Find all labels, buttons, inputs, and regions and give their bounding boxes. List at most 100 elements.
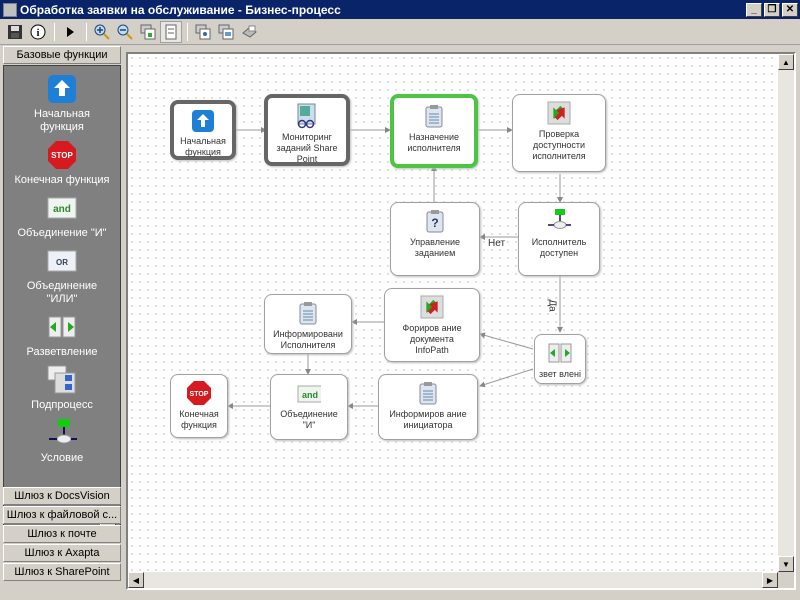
node-fork[interactable]: звет влені [534,334,586,384]
node-label: Назначение исполнителя [407,132,461,153]
properties-icon[interactable] [215,21,237,43]
node-manage-task[interactable]: ? Управление заданием [390,202,480,276]
connector [479,332,534,350]
restore-button[interactable]: ❐ [764,2,780,17]
node-label: Информиров ание инициатора [389,409,467,430]
sidebar: Базовые функции Начальная функция STOP К… [3,46,121,586]
diagram-canvas[interactable]: Начальная функция Мониторинг заданий Sha… [128,54,778,572]
scroll-right-button[interactable]: ▶ [762,572,778,588]
node-label: Начальная функция [180,136,226,157]
node-start[interactable]: Начальная функция [170,100,236,160]
toolbar: i [0,20,800,45]
node-label: Мониторинг заданий Share Point [276,132,338,164]
node-infopath-document[interactable]: Фориров ание документа InfoPath [384,288,480,362]
diagram-canvas-frame: Начальная функция Мониторинг заданий Sha… [126,52,796,590]
clipboard-icon [422,104,446,128]
fork-arrows-icon [548,341,572,365]
tab-gateway-mail[interactable]: Шлюз к почте [3,525,121,543]
subprocess-icon [47,365,77,395]
save-icon[interactable] [4,21,26,43]
node-and-join[interactable]: and Объединение "И" [270,374,348,440]
tab-gateway-filesystem[interactable]: Шлюз к файловой с... [3,506,121,524]
sharepoint-monitor-icon [295,103,319,129]
node-sharepoint-monitor[interactable]: Мониторинг заданий Share Point [264,94,350,166]
svg-text:?: ? [431,216,438,230]
run-icon[interactable] [59,21,81,43]
palette-item-start[interactable]: Начальная функция [4,74,120,134]
node-label: Исполнитель доступен [531,237,587,258]
edge-label-no: Нет [488,238,506,249]
node-label: Информировани Исполнителя [273,329,343,350]
title-bar: Обработка заявки на обслуживание - Бизне… [0,0,800,19]
palette-item-fork[interactable]: Разветвление [4,312,120,359]
node-end[interactable]: STOP Конечная функция [170,374,228,438]
node-label: Конечная функция [179,409,219,430]
palette-item-end[interactable]: STOP Конечная функция [4,140,120,187]
horizontal-scrollbar[interactable]: ◀ ▶ [128,572,778,588]
tab-gateway-axapta[interactable]: Шлюз к Axapta [3,544,121,562]
window-title: Обработка заявки на обслуживание - Бизне… [20,2,341,17]
palette-item-label: Объединение "ИЛИ" [26,280,98,305]
zoom-in-icon[interactable] [91,21,113,43]
palette-item-condition[interactable]: Условие [4,418,120,465]
node-label: звет влені [539,369,581,379]
svg-text:STOP: STOP [51,151,73,160]
palette-item-label: Подпроцесс [31,399,93,411]
preview-icon[interactable] [192,21,214,43]
svg-text:and: and [53,204,71,215]
scroll-down-button[interactable]: ▼ [778,556,794,572]
start-arrow-icon [47,74,77,104]
connectors [227,127,563,409]
scroll-left-button[interactable]: ◀ [128,572,144,588]
edge-label-yes: Да [546,299,558,312]
tab-gateway-sharepoint[interactable]: Шлюз к SharePoint [3,563,121,581]
palette-item-label: Конечная функция [14,174,110,186]
print-icon[interactable] [238,21,260,43]
clipboard-icon [416,381,440,405]
exchange-arrows-icon [547,101,571,125]
minimize-button[interactable]: _ [746,2,762,17]
clipboard-question-icon: ? [423,209,447,233]
palette-item-and[interactable]: and Объединение "И" [4,193,120,240]
svg-text:and: and [302,390,318,400]
node-check-availability[interactable]: Проверка доступности исполнителя [512,94,606,172]
palette-item-label: Условие [40,452,84,464]
palette-item-subprocess[interactable]: Подпроцесс [4,365,120,412]
page-layout-icon[interactable] [160,21,182,43]
node-assign-executor[interactable]: Назначение исполнителя [390,94,478,168]
node-label: Проверка доступности исполнителя [532,129,586,161]
node-executor-available[interactable]: Исполнитель доступен [518,202,600,276]
close-button[interactable]: ✕ [782,2,798,17]
tab-basic-functions[interactable]: Базовые функции [3,46,121,64]
toolbar-separator [54,23,55,41]
node-inform-initiator[interactable]: Информиров ание инициатора [378,374,478,440]
scroll-up-button[interactable]: ▲ [778,54,794,70]
and-join-icon: and [297,381,321,405]
svg-text:i: i [37,28,40,39]
toolbar-separator [187,23,188,41]
tab-gateway-docsvision[interactable]: Шлюз к DocsVision [3,487,121,505]
toolbar-separator [86,23,87,41]
and-join-icon: and [47,193,77,223]
app-icon [3,2,17,17]
palette-item-or[interactable]: OR Объединение "ИЛИ" [4,246,120,306]
fit-page-icon[interactable] [137,21,159,43]
fork-arrows-icon [47,312,77,342]
svg-text:OR: OR [56,258,68,267]
condition-icon [47,418,77,448]
scrollbar-corner [778,572,794,588]
info-icon[interactable]: i [27,21,49,43]
node-label: Управление заданием [409,237,461,258]
stop-sign-icon: STOP [47,140,77,170]
stop-sign-icon: STOP [187,381,211,405]
palette-item-label: Начальная функция [34,108,90,133]
function-palette: Начальная функция STOP Конечная функция … [3,65,121,532]
clipboard-icon [296,301,320,325]
node-label: Фориров ание документа InfoPath [402,323,462,355]
or-join-icon: OR [47,246,77,276]
condition-icon [547,209,571,233]
zoom-out-icon[interactable] [114,21,136,43]
vertical-scrollbar[interactable]: ▲ ▼ [778,54,794,572]
connector [479,368,534,388]
node-inform-executor[interactable]: Информировани Исполнителя [264,294,352,354]
